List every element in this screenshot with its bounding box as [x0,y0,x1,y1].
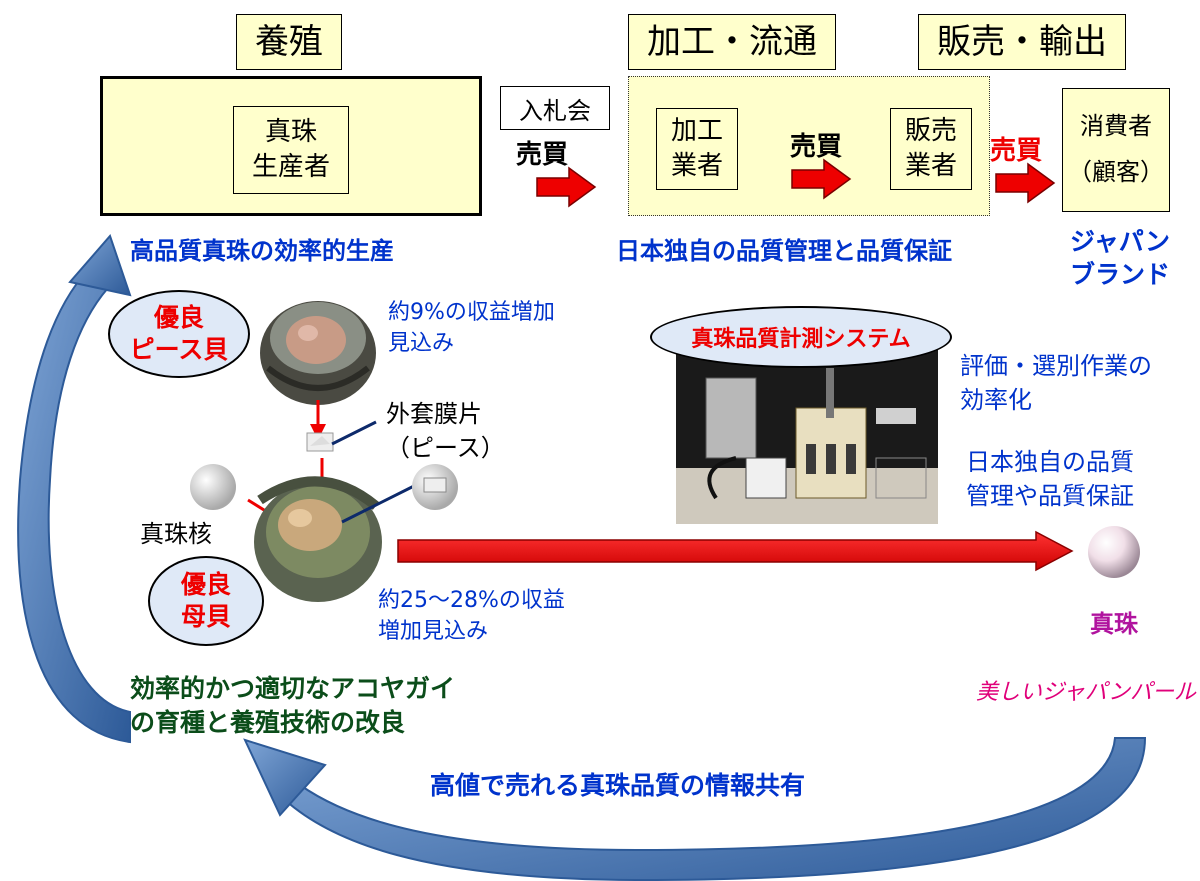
left-arrowhead [68,234,132,297]
mantle-text: 外套膜片 （ピース） [386,400,505,462]
info-sharing-text: 高値で売れる真珠品質の情報共有 [430,771,806,800]
system-name-ellipse: 真珠品質計測システム [650,306,952,368]
efficient-production-caption: 高品質真珠の効率的生産 [130,237,394,265]
consumer-label: 消費者 [1080,112,1152,141]
breeding-text: 効率的かつ適切なアコヤガイ の育種と養殖技術の改良 [130,674,456,737]
mantle-piece-image [306,432,334,452]
trade-label-2: 売買 [790,132,843,162]
trade-label-3: 売買 [990,136,1043,166]
efficiency-text: 評価・選別作業の 効率化 [960,352,1152,414]
processor-box: 加工 業者 [656,108,738,190]
pearl-label: 真珠 [1090,610,1138,638]
revenue-piece-text: 約9%の収益増加 見込み [388,300,555,356]
beautiful-pearl-text: 美しいジャパンパール [976,680,1197,705]
trade-label-1: 売買 [516,140,569,170]
consumer-box: 消費者 （顧客） [1062,88,1170,212]
consumer-sub: （顧客） [1068,158,1164,186]
red-arrow-2 [791,158,852,200]
nucleus-label: 真珠核 [140,520,212,548]
revenue-mother-text: 約25～28%の収益 増加見込み [378,588,565,644]
down-arrow-1 [310,400,326,440]
japan-brand-caption: ジャパン ブランド [1070,227,1171,289]
mother-shell-ellipse: 優良 母貝 [148,556,264,646]
header-sales: 販売・輸出 [918,14,1126,70]
bottom-arrowhead [243,738,327,817]
pearl-image [1088,526,1140,578]
red-arrow-1 [536,166,597,208]
producer-box: 真珠 生産者 [233,106,349,194]
long-red-arrow [397,530,1074,572]
nucleus-with-piece-sphere [412,464,458,510]
measurement-system-photo [676,348,938,524]
header-processing: 加工・流通 [628,14,836,70]
header-culture: 養殖 [236,14,342,70]
piece-oyster-image [260,301,376,405]
bottom-arc [283,737,1147,881]
quality-assurance-caption: 日本独自の品質管理と品質保証 [616,237,952,265]
piece-insert-line [341,484,415,524]
seller-box: 販売 業者 [890,108,972,190]
red-arrow-3 [995,162,1056,204]
quality-text: 日本独自の品質 管理や品質保証 [966,448,1134,510]
nucleus-sphere [190,464,236,510]
piece-shell-ellipse: 優良 ピース貝 [108,290,250,378]
auction-box: 入札会 [500,86,610,130]
mother-oyster-image [254,476,382,602]
mantle-pointer-line [331,420,377,446]
